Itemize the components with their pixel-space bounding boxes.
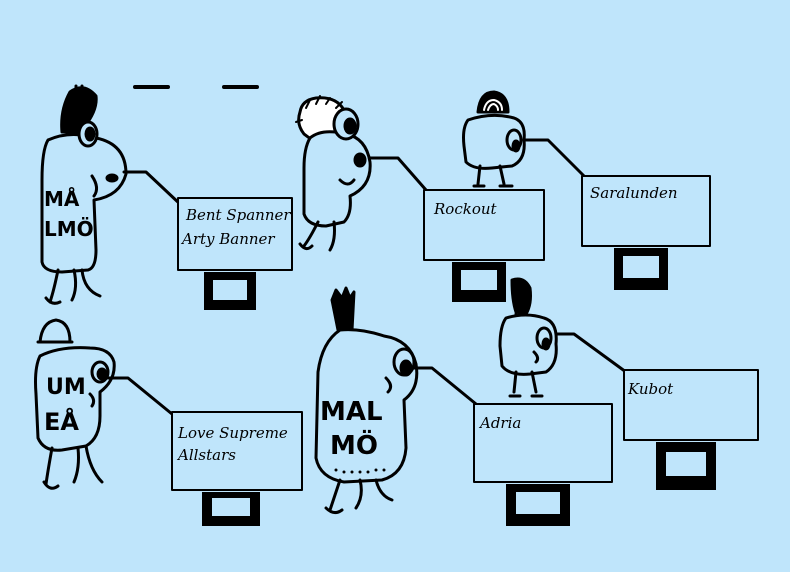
plinth-box bbox=[656, 442, 716, 490]
plinth-box bbox=[204, 272, 256, 310]
fuzzy-hair-character bbox=[295, 95, 372, 252]
body-lettering: MÖ bbox=[330, 428, 378, 461]
team-label-line: Saralunden bbox=[590, 184, 678, 202]
team-label-line: Adria bbox=[480, 414, 522, 432]
body-lettering: LMÖ bbox=[44, 217, 94, 241]
label-panel bbox=[423, 189, 545, 261]
spartan-helmet-character bbox=[498, 277, 558, 398]
plinth-box bbox=[202, 492, 260, 526]
label-panel bbox=[177, 197, 293, 271]
team-label-line: Arty Banner bbox=[182, 230, 275, 248]
label-panel bbox=[581, 175, 711, 247]
team-label-line: Bent Spanner bbox=[186, 206, 291, 224]
body-lettering: EÅ bbox=[44, 407, 79, 436]
connector-line bbox=[106, 376, 174, 416]
plinth-box bbox=[614, 248, 668, 290]
connector-line bbox=[410, 366, 478, 406]
swirl-hat-character bbox=[462, 90, 526, 188]
team-label-line: Kubot bbox=[628, 380, 674, 398]
plinth-box bbox=[506, 484, 570, 526]
plinth-box bbox=[452, 262, 506, 302]
label-panel bbox=[623, 369, 759, 441]
body-lettering: MÅ bbox=[44, 187, 80, 211]
connector-line bbox=[368, 156, 428, 192]
team-label-line: Rockout bbox=[434, 200, 497, 218]
label-panel bbox=[473, 403, 613, 483]
connector-line bbox=[122, 170, 182, 206]
label-panel bbox=[171, 411, 303, 491]
body-lettering: UM bbox=[46, 375, 86, 400]
team-label-line: Allstars bbox=[178, 446, 236, 464]
connector-line bbox=[522, 138, 586, 178]
malmo-mohawk-character bbox=[314, 286, 419, 515]
body-lettering: MAL bbox=[320, 397, 383, 427]
malmo-tall-character bbox=[40, 84, 128, 305]
team-label-line: Love Supreme bbox=[178, 424, 288, 442]
umea-character bbox=[34, 318, 116, 490]
connector-line bbox=[554, 332, 628, 374]
